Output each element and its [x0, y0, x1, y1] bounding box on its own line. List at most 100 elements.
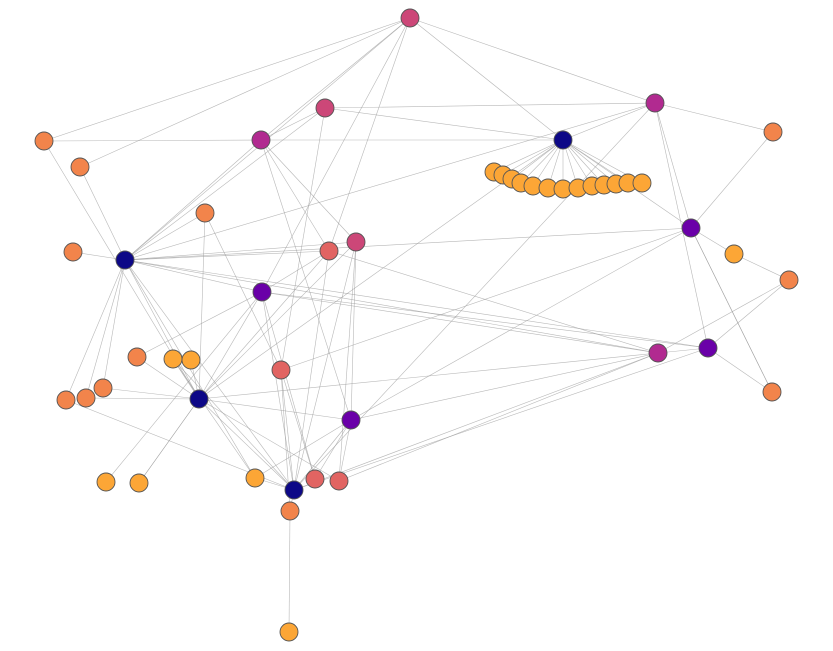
graph-edge	[261, 291, 659, 354]
graph-edge	[293, 419, 352, 491]
graph-edge	[324, 107, 564, 141]
graph-edge	[261, 291, 316, 480]
graph-node	[245, 468, 265, 488]
graph-node	[96, 472, 116, 492]
graph-edge	[511, 139, 564, 180]
graph-edge	[733, 253, 790, 281]
graph-edge	[260, 139, 357, 243]
graph-edge	[85, 259, 126, 399]
graph-edge	[293, 250, 330, 491]
graph-edge	[280, 227, 692, 371]
graph-edge	[288, 510, 291, 633]
graph-edge	[260, 139, 352, 421]
node-layer	[34, 8, 799, 642]
graph-edge	[43, 17, 411, 142]
graph-edge	[124, 259, 263, 293]
graph-node	[63, 242, 83, 262]
graph-edge	[136, 291, 263, 358]
graph-edge	[338, 241, 357, 482]
graph-edge	[172, 358, 256, 479]
graph-node	[763, 122, 783, 142]
graph-node	[76, 388, 96, 408]
graph-edge	[124, 241, 357, 261]
graph-edge	[124, 212, 206, 261]
graph-edge	[314, 419, 352, 480]
graph-edge	[136, 356, 200, 400]
graph-node	[724, 244, 744, 264]
graph-node	[163, 349, 183, 369]
graph-edge	[328, 250, 659, 354]
graph-edge	[350, 241, 357, 421]
graph-edge	[328, 17, 411, 252]
graph-edge	[124, 139, 262, 261]
graph-edge	[324, 102, 656, 109]
graph-edge	[409, 17, 564, 141]
graph-node	[346, 232, 366, 252]
graph-node	[762, 382, 782, 402]
graph-edge	[260, 139, 330, 252]
graph-node	[329, 471, 349, 491]
graph-node	[698, 338, 718, 358]
graph-edge	[124, 259, 200, 400]
graph-node	[251, 130, 271, 150]
graph-edge	[350, 352, 659, 421]
graph-edge	[261, 250, 330, 293]
graph-edge	[43, 139, 262, 142]
graph-node	[181, 350, 201, 370]
graph-node	[400, 8, 420, 28]
graph-node	[553, 130, 573, 150]
graph-edge	[198, 398, 352, 421]
graph-node	[56, 390, 76, 410]
graph-edge	[293, 347, 709, 491]
graph-node	[115, 250, 135, 270]
graph-node	[319, 241, 339, 261]
graph-node	[70, 157, 90, 177]
graph-edge	[654, 102, 774, 133]
graph-node	[127, 347, 147, 367]
graph-edge	[350, 227, 692, 421]
graph-edge	[280, 369, 316, 480]
graph-node	[195, 203, 215, 223]
graph-node	[305, 469, 325, 489]
graph-edge	[65, 259, 126, 401]
graph-edge	[280, 369, 295, 491]
graph-node	[93, 378, 113, 398]
graph-node	[279, 622, 299, 642]
graph-edge	[562, 102, 656, 141]
graph-edge	[79, 166, 126, 261]
graph-edge	[124, 259, 709, 349]
graph-node	[280, 501, 300, 521]
graph-edge	[198, 241, 357, 400]
graph-edge	[102, 387, 200, 400]
graph-edge	[562, 139, 605, 186]
graph-edge	[409, 17, 656, 104]
graph-edge	[707, 279, 790, 349]
graph-edge	[124, 227, 692, 261]
graph-edge	[654, 102, 709, 349]
graph-edge	[502, 139, 564, 176]
graph-node	[284, 480, 304, 500]
graph-edge	[293, 352, 659, 491]
graph-edge	[204, 212, 282, 371]
graph-edge	[338, 419, 352, 482]
graph-edge	[254, 419, 352, 479]
graph-edge	[293, 241, 357, 491]
graph-node	[271, 360, 291, 380]
graph-edge	[124, 250, 330, 261]
graph-edge	[124, 259, 295, 491]
graph-edge	[85, 397, 200, 400]
graph-node	[34, 131, 54, 151]
graph-edge	[198, 352, 659, 400]
graph-node	[341, 410, 361, 430]
graph-edge	[198, 212, 206, 400]
graph-edge	[654, 102, 692, 229]
graph-node	[648, 343, 668, 363]
graph-node	[632, 173, 652, 193]
graph-node	[189, 389, 209, 409]
graph-node	[252, 282, 272, 302]
graph-edge	[260, 17, 411, 141]
graph-edge	[707, 347, 773, 393]
graph-edge	[79, 17, 411, 168]
graph-edge	[102, 259, 126, 389]
